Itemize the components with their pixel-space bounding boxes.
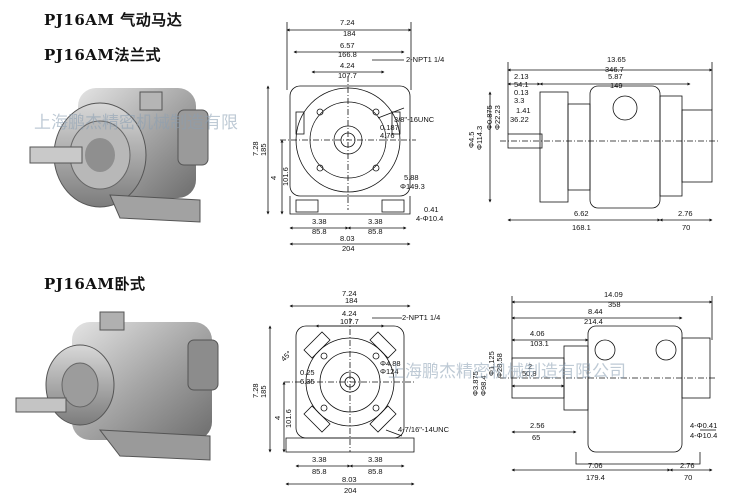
side-view-foot-labels: 14.09 358 8.44 214.4 4.06 103.1 2 50.8 Φ… bbox=[471, 290, 717, 482]
dim-label: 85.8 bbox=[368, 467, 383, 476]
dim-label: 7.28 bbox=[251, 383, 260, 398]
dim-label: Φ124 bbox=[380, 367, 399, 376]
dim-label: 3.38 bbox=[312, 217, 327, 226]
dim-label: Φ1.125 bbox=[487, 351, 496, 376]
dim-label: Φ0.875 bbox=[485, 105, 494, 130]
dim-label: 2.13 bbox=[514, 72, 529, 81]
dim-label: 85.8 bbox=[312, 467, 327, 476]
dim-label: 2.76 bbox=[678, 209, 693, 218]
motor-photo-foot bbox=[15, 311, 219, 461]
dim-label: 5.88 bbox=[404, 173, 419, 182]
title-flange-2: PJ16AM法兰式 bbox=[44, 46, 161, 64]
dim-label: 8.03 bbox=[340, 234, 355, 243]
dim-label: 0.13 bbox=[514, 88, 529, 97]
dim-label: 13.65 bbox=[607, 55, 626, 64]
dim-label: 70 bbox=[684, 473, 692, 482]
dim-label: 107.7 bbox=[340, 317, 359, 326]
dim-label: 184 bbox=[345, 296, 358, 305]
side-view-flange-labels: 13.65 346.7 2.13 54.1 5.87 149 0.13 3.3 … bbox=[467, 55, 693, 232]
dim-label: 1.41 bbox=[516, 106, 531, 115]
side-view-foot bbox=[500, 296, 716, 472]
front-view-flange bbox=[266, 22, 416, 246]
dim-label: 4.24 bbox=[340, 61, 355, 70]
dim-label: 4-Φ10.4 bbox=[416, 214, 443, 223]
dim-label: Φ4.88 bbox=[380, 359, 401, 368]
dim-label: 204 bbox=[342, 244, 355, 253]
dim-label: 166.8 bbox=[338, 50, 357, 59]
dim-label: 4.76 bbox=[380, 131, 395, 140]
dim-label: 7.28 bbox=[251, 141, 260, 156]
dim-label: Φ28.58 bbox=[495, 353, 504, 378]
dim-label: 101.6 bbox=[281, 167, 290, 186]
dim-label: 168.1 bbox=[572, 223, 591, 232]
dim-label: 184 bbox=[343, 29, 356, 38]
dim-label: 2 bbox=[528, 362, 532, 371]
title-foot: PJ16AM卧式 bbox=[44, 275, 146, 293]
dim-label: 3.38 bbox=[312, 455, 327, 464]
dim-label: 185 bbox=[259, 143, 268, 156]
dim-label: 103.1 bbox=[530, 339, 549, 348]
dim-label: 8.44 bbox=[588, 307, 603, 316]
dim-label: 3.38 bbox=[368, 455, 383, 464]
dim-label: 8.03 bbox=[342, 475, 357, 484]
dim-label: 204 bbox=[344, 486, 357, 495]
dim-label: 214.4 bbox=[584, 317, 603, 326]
front-view-flange-labels: 7.24 184 6.57 166.8 4.24 107.7 2-NPT1 1/… bbox=[251, 18, 444, 253]
dim-label: 2.76 bbox=[680, 461, 695, 470]
dim-label: 3.3 bbox=[514, 96, 524, 105]
dim-label: 85.8 bbox=[312, 227, 327, 236]
dim-label: 2.56 bbox=[530, 421, 545, 430]
dim-label: 7.06 bbox=[588, 461, 603, 470]
dim-label: 101.6 bbox=[284, 409, 293, 428]
dim-label: 6.35 bbox=[300, 377, 315, 386]
dim-label: 358 bbox=[608, 300, 621, 309]
dim-label: Φ3.875 bbox=[471, 371, 480, 396]
front-view-foot bbox=[268, 304, 416, 486]
dim-label: 65 bbox=[532, 433, 540, 442]
dim-label: 3.38 bbox=[368, 217, 383, 226]
dim-label: 14.09 bbox=[604, 290, 623, 299]
dim-label: 6.62 bbox=[574, 209, 589, 218]
dim-label: 107.7 bbox=[338, 71, 357, 80]
title-flange-1: PJ16AM 气动马达 bbox=[44, 11, 183, 29]
dim-label: 4 bbox=[273, 416, 282, 420]
angle-label: 45° bbox=[279, 349, 293, 363]
dim-label: Φ114.3 bbox=[475, 126, 484, 150]
dim-label: 50.8 bbox=[522, 369, 537, 378]
port-label: 2-NPT1 1/4 bbox=[406, 55, 444, 64]
dim-label: Φ149.3 bbox=[400, 182, 425, 191]
watermark-bottom: 上海鹏杰精密机械制造有限公司 bbox=[388, 362, 626, 382]
dim-label: 0.41 bbox=[424, 205, 439, 214]
dim-label: 4.06 bbox=[530, 329, 545, 338]
dim-label: 7.24 bbox=[340, 18, 355, 27]
dim-label: 4-Φ10.4 bbox=[690, 431, 717, 440]
dim-label: Φ22.23 bbox=[493, 105, 502, 130]
dim-label: 85.8 bbox=[368, 227, 383, 236]
front-view-foot-labels: 7.24 184 4.24 107.7 2-NPT1 1/4 45° 0.25 … bbox=[251, 289, 450, 495]
watermark-top: 上海鹏杰精密机械制造有限 bbox=[34, 113, 238, 133]
port-label: 2-NPT1 1/4 bbox=[402, 313, 440, 322]
dim-label: 54.1 bbox=[514, 80, 529, 89]
dim-label: 4-Φ0.41 bbox=[690, 421, 717, 430]
motor-photo-flange bbox=[29, 88, 209, 223]
dim-label: 179.4 bbox=[586, 473, 605, 482]
dim-label: 185 bbox=[259, 385, 268, 398]
dim-label: Φ4.5 bbox=[467, 132, 476, 148]
thread-label: 4-7/16"-14UNC bbox=[398, 425, 450, 434]
dim-label: Φ98.4 bbox=[479, 375, 488, 396]
dim-label: 6.57 bbox=[340, 41, 355, 50]
side-view-flange bbox=[488, 62, 718, 222]
thread-label: 3/8"-16UNC bbox=[394, 115, 435, 124]
dim-label: 5.87 bbox=[608, 72, 623, 81]
dim-label: 7.24 bbox=[342, 289, 357, 298]
dim-label: 149 bbox=[610, 81, 623, 90]
dim-label: 36.22 bbox=[510, 115, 529, 124]
dim-label: 0.25 bbox=[300, 368, 315, 377]
dim-label: 4.24 bbox=[342, 309, 357, 318]
dim-label: 70 bbox=[682, 223, 690, 232]
dim-label: 346.7 bbox=[605, 65, 624, 74]
dim-label: 0.187 bbox=[380, 123, 399, 132]
dim-label: 4 bbox=[269, 176, 278, 180]
